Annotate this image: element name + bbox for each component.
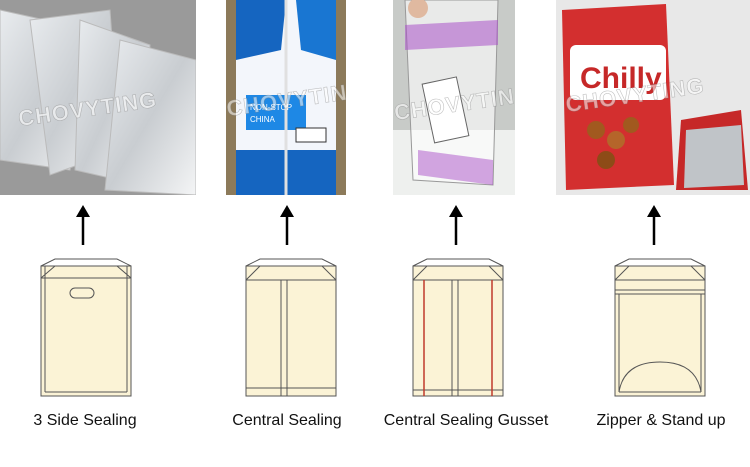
diagram-zipper-stand-up	[614, 258, 706, 397]
arrow-up-icon	[76, 205, 90, 245]
brand-text: Chilly	[580, 62, 662, 95]
caption-central-sealing: Central Sealing	[232, 412, 342, 429]
arrow-up-icon	[449, 205, 463, 245]
caption-zipper-stand-up: Zipper & Stand up	[596, 412, 726, 429]
diagram-3-side-sealing	[40, 258, 132, 397]
diagram-central-sealing	[245, 258, 337, 397]
diagram-central-sealing-gusset	[412, 258, 504, 397]
arrow-up-icon	[280, 205, 294, 245]
photo-central-sealing-gusset: CHOVYTING	[393, 0, 515, 195]
arrow-up-icon	[647, 205, 661, 245]
caption-3-side-sealing: 3 Side Sealing	[33, 412, 137, 429]
bag-print-text-1: NON-STOP	[250, 103, 292, 112]
photo-zipper-stand-up: Chilly CHOVYTING	[556, 0, 750, 195]
photo-central-sealing: NON-STOP CHINA CHOVYTING	[226, 0, 346, 195]
bag-print-text-2: CHINA	[250, 115, 276, 124]
caption-central-sealing-gusset: Central Sealing Gusset	[383, 412, 549, 429]
photo-3-side-sealing: CHOVYTING	[0, 0, 196, 195]
